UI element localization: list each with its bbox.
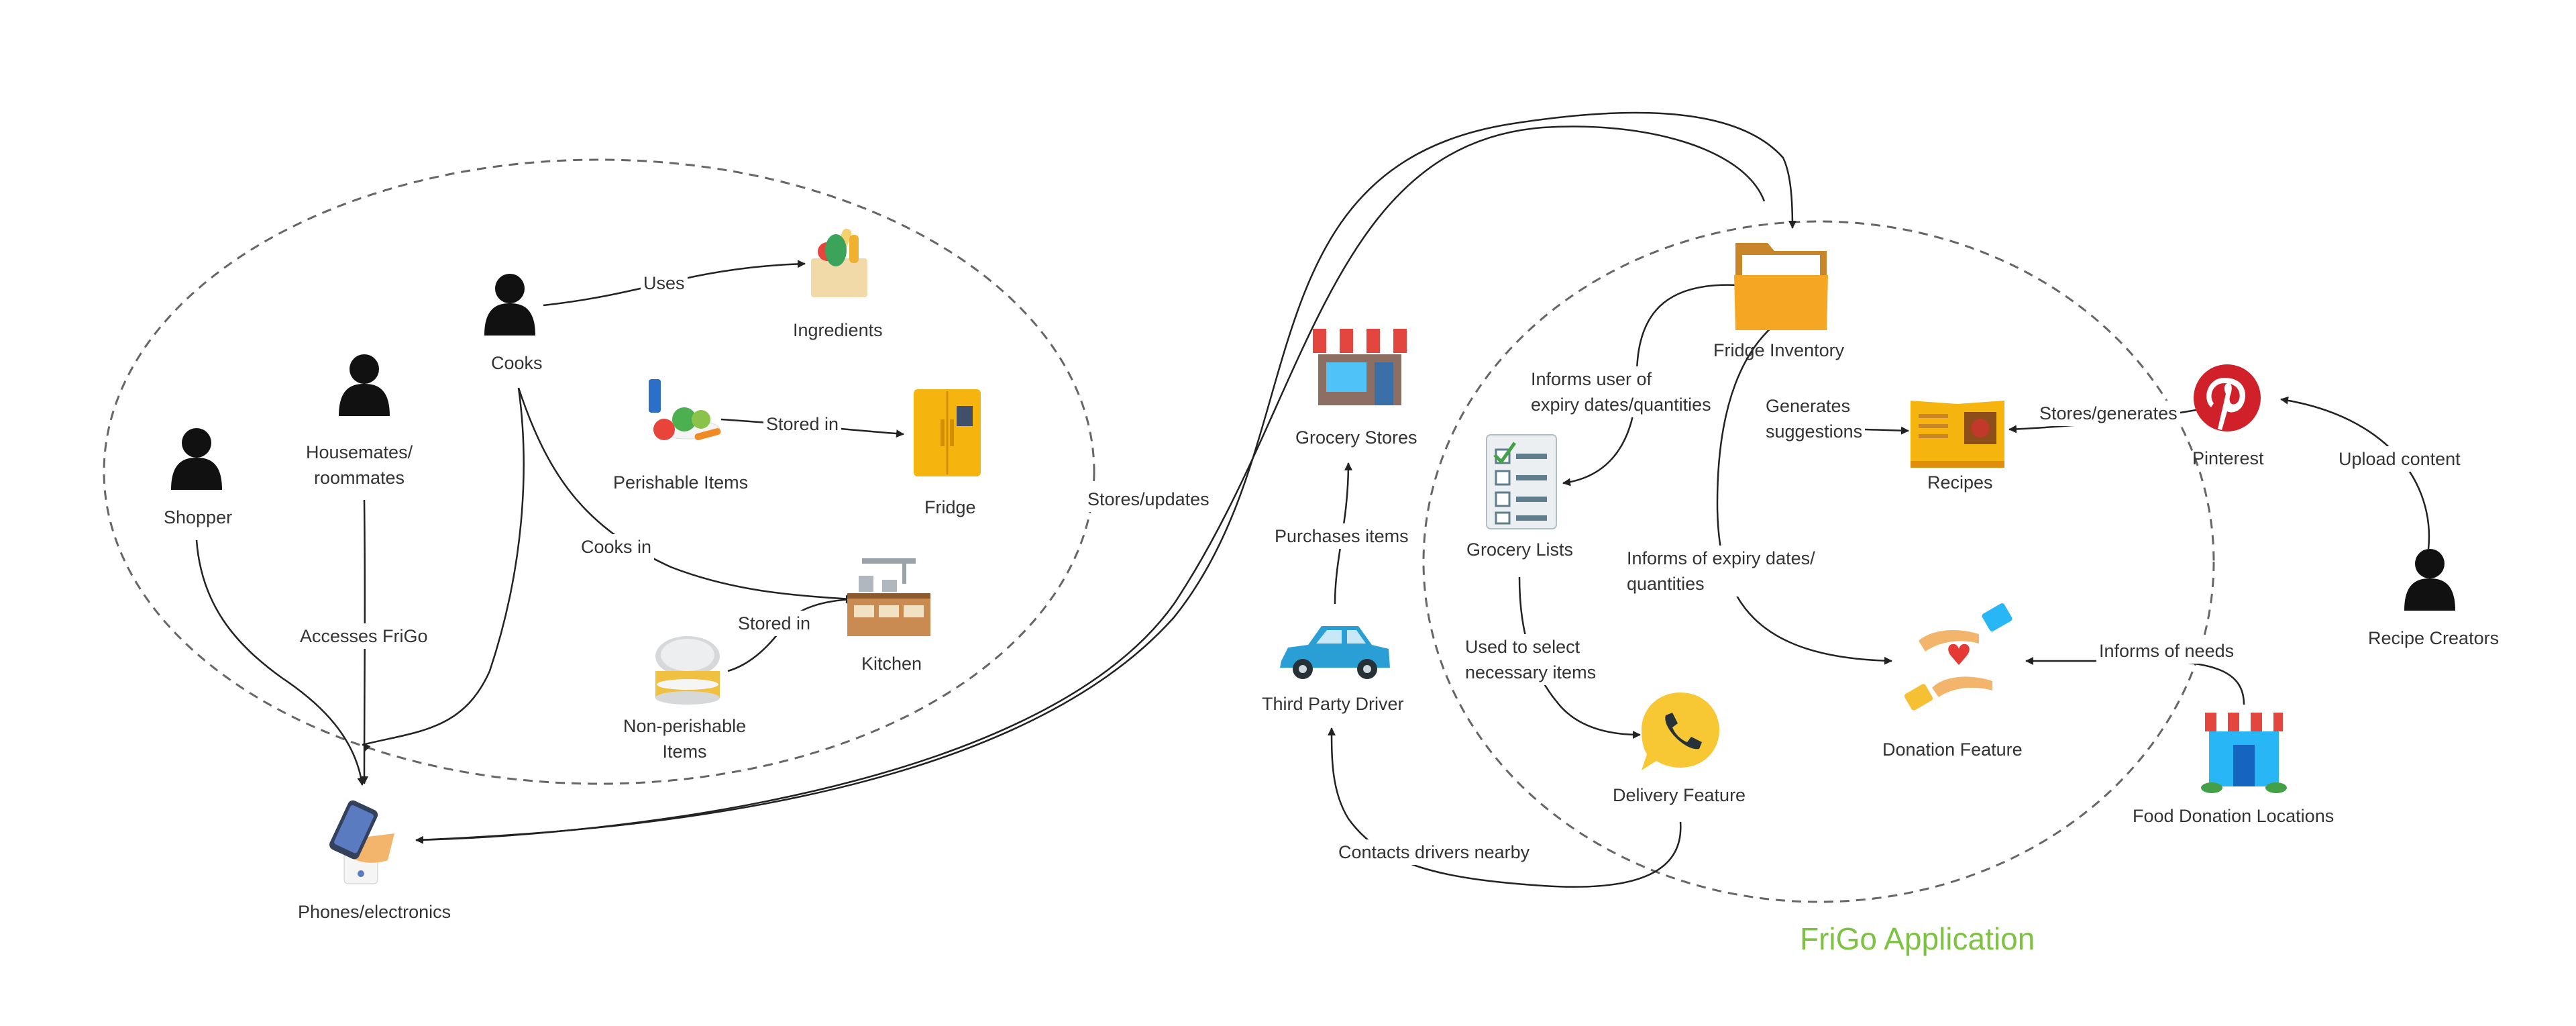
edge-stores-updates-to-inventory	[415, 111, 1796, 841]
edge-shopper-to-phones	[195, 540, 366, 786]
edge-upload-content	[2280, 396, 2430, 550]
actor-label-recipe-creators: Recipe Creators	[2368, 628, 2500, 648]
edge-informs-needs	[2025, 657, 2245, 705]
edge-label-stores-generates: Stores/generates	[2037, 401, 2180, 426]
edge-label-informs-user: Informs user of expiry dates/quantities	[1528, 366, 1714, 417]
edge-label-stores-updates: Stores/updates	[1085, 486, 1212, 512]
edge-label-contacts-drivers: Contacts drivers nearby	[1336, 839, 1533, 865]
edge-label-stored-in-fridge: Stored in	[763, 411, 842, 437]
household-boundary	[103, 158, 1095, 785]
edge-label-used-to-select: Used to select necessary items	[1462, 634, 1599, 685]
edge-cooks-in	[517, 387, 854, 603]
edge-used-to-select	[1518, 576, 1641, 739]
grocery-bag-icon	[811, 228, 867, 297]
checklist-icon	[1486, 434, 1557, 529]
node-label-phones: Phones/electronics	[298, 902, 451, 922]
node-label-non-perishable-items: Non-perishable Items	[623, 716, 747, 762]
person-icon	[2404, 549, 2455, 611]
phone-bubble-icon	[1642, 692, 1719, 770]
app-title: FriGo Application	[1800, 921, 2035, 956]
node-label-delivery-feature: Delivery Feature	[1613, 785, 1746, 805]
edge-label-generates-suggestions: Generates suggestions	[1763, 393, 1866, 444]
vegetables-icon	[649, 379, 721, 440]
edge-stores-updates-to-phones	[415, 125, 1766, 844]
edge-label-accesses-frigo: Accesses FriGo	[297, 623, 431, 649]
edge-label-uses: Uses	[641, 270, 688, 296]
actor-label-shopper: Shopper	[164, 507, 233, 527]
edge-label-cooks-in: Cooks in	[578, 534, 655, 560]
donation-hands-icon	[1904, 603, 2012, 711]
person-icon	[171, 428, 222, 490]
node-label-grocery-stores: Grocery Stores	[1295, 427, 1417, 448]
edge-generates-suggestions	[1864, 426, 1909, 435]
recipe-book-icon	[1911, 401, 2004, 468]
edge-informs-expiry	[1716, 321, 1892, 665]
store-icon	[1313, 329, 1407, 405]
actor-label-cooks: Cooks	[491, 353, 543, 373]
canned-food-icon	[655, 636, 720, 705]
kitchen-icon	[847, 558, 930, 636]
pinterest-icon	[2194, 364, 2261, 431]
edge-label-purchases-items: Purchases items	[1272, 523, 1411, 549]
edge-label-informs-needs: Informs of needs	[2096, 638, 2237, 664]
person-icon	[484, 274, 535, 336]
edge-label-stored-in-kitchen: Stored in	[735, 611, 814, 636]
edge-cooks-to-phones	[362, 387, 525, 752]
donation-store-icon	[2201, 713, 2287, 793]
folder-icon	[1734, 243, 1828, 330]
fridge-icon	[914, 389, 981, 476]
node-label-donation-feature: Donation Feature	[1882, 739, 2023, 760]
node-label-ingredients: Ingredients	[793, 320, 883, 340]
node-label-kitchen: Kitchen	[861, 654, 922, 674]
node-label-fridge: Fridge	[924, 497, 976, 517]
edge-label-upload-content: Upload content	[2336, 446, 2463, 472]
person-icon	[339, 354, 390, 416]
node-label-fridge-inventory: Fridge Inventory	[1713, 340, 1845, 360]
node-label-pinterest: Pinterest	[2192, 448, 2264, 468]
car-icon	[1280, 626, 1390, 679]
edge-label-informs-expiry: Informs of expiry dates/ quantities	[1624, 546, 1818, 597]
actor-label-third-party-driver: Third Party Driver	[1262, 694, 1404, 714]
phone-hand-icon	[329, 800, 394, 884]
node-label-recipes: Recipes	[1927, 472, 1993, 493]
node-label-grocery-lists: Grocery Lists	[1466, 540, 1574, 560]
node-label-food-donation-locations: Food Donation Locations	[2133, 806, 2334, 826]
frigo-app-boundary	[1422, 220, 2215, 903]
actor-label-housemates: Housemates/ roommates	[306, 442, 413, 488]
edge-contacts-drivers	[1328, 727, 1682, 888]
node-label-perishable-items: Perishable Items	[613, 472, 749, 493]
